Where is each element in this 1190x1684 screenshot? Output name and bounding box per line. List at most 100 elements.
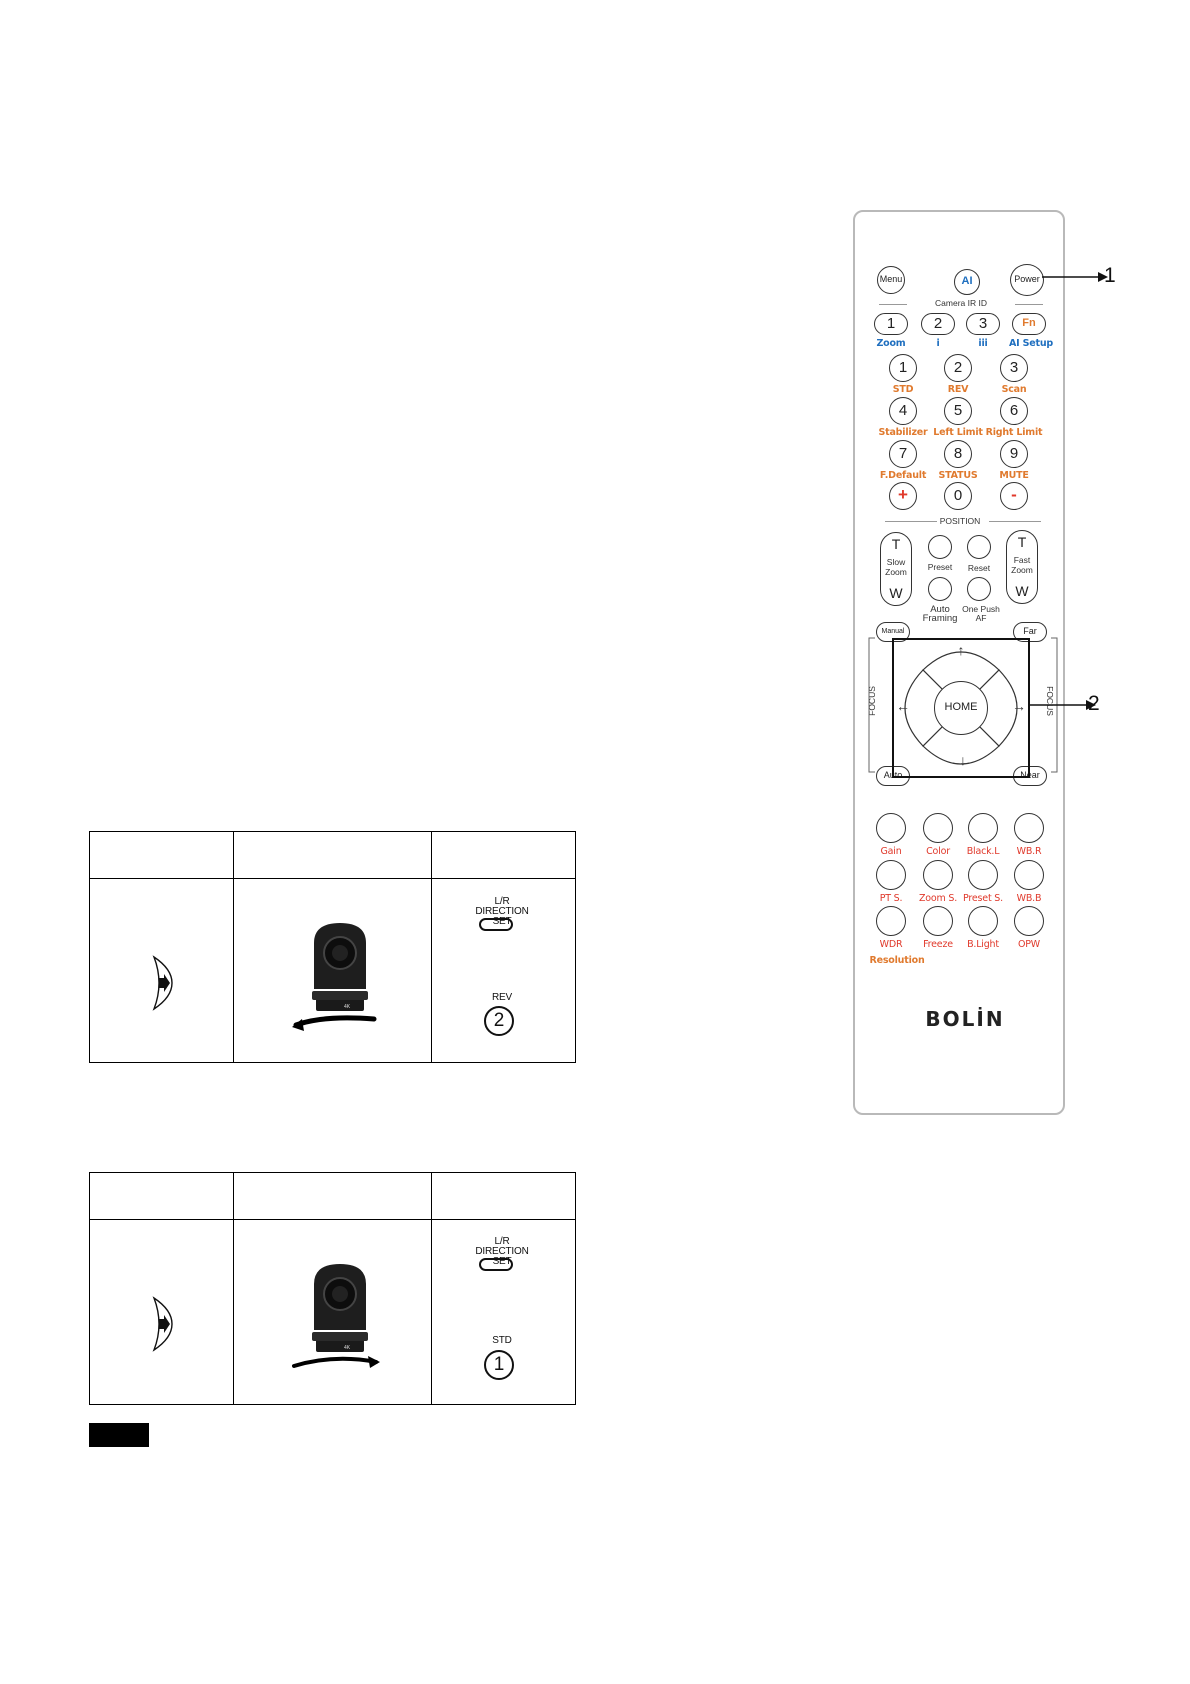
- rev-label: REV: [947, 384, 969, 395]
- left-limit-label: Left Limit: [933, 427, 983, 438]
- color-button[interactable]: [923, 813, 953, 843]
- black-level-button[interactable]: [968, 813, 998, 843]
- table-header-cell: [431, 831, 576, 879]
- freeze-label: Freeze: [923, 939, 953, 950]
- std-label: STD: [892, 384, 914, 395]
- ai-setup-label: AI Setup: [1009, 338, 1053, 349]
- wdr-label: WDR: [879, 939, 903, 950]
- direction-set-button[interactable]: [479, 1258, 513, 1271]
- direction-set-label: L/R DIRECTION SET: [475, 896, 529, 927]
- position-label: POSITION: [939, 516, 981, 526]
- slow-zoom-w: W: [889, 585, 903, 601]
- camera-logo-text: 4K: [344, 1345, 351, 1351]
- rev-label: REV: [492, 992, 512, 1003]
- camera-image-cell: 4K: [233, 878, 432, 1063]
- fast-zoom-t: T: [1017, 534, 1027, 550]
- reset-button[interactable]: [967, 535, 991, 559]
- zoom-speed-button[interactable]: [923, 860, 953, 890]
- up-arrow-icon[interactable]: ↑: [957, 642, 965, 658]
- gain-button[interactable]: [876, 813, 906, 843]
- slow-zoom-rocker[interactable]: T Slow Zoom W: [880, 532, 912, 606]
- preset-speed-button[interactable]: [968, 860, 998, 890]
- ir-id-3-button[interactable]: 3: [966, 313, 1000, 335]
- fast-zoom-label: Fast Zoom: [1011, 555, 1033, 575]
- remote-buttons-cell: L/R DIRECTION SET REV 2: [431, 878, 576, 1063]
- minus-button[interactable]: -: [1000, 482, 1028, 510]
- num-9-button[interactable]: 9: [1000, 440, 1028, 468]
- backlight-button[interactable]: [968, 906, 998, 936]
- num-5-button[interactable]: 5: [944, 397, 972, 425]
- one-push-af-label: One Push AF: [962, 604, 1000, 623]
- ir-id-1-button[interactable]: 1: [874, 313, 908, 335]
- num-1-button[interactable]: 1: [889, 354, 917, 382]
- rev-button[interactable]: 2: [484, 1006, 514, 1036]
- pt-speed-label: PT S.: [879, 893, 903, 904]
- note-label-box: [89, 1423, 149, 1447]
- table-header-cell: [233, 1172, 432, 1220]
- right-arrow-key-icon: [152, 955, 173, 1011]
- direction-set-label: L/R DIRECTION SET: [475, 1236, 529, 1267]
- zoom-speed-label: Zoom S.: [918, 893, 958, 904]
- auto-framing-label: Auto Framing: [922, 604, 958, 624]
- callout-2-label: 2: [1088, 692, 1100, 715]
- direction-set-button[interactable]: [479, 918, 513, 931]
- num-7-button[interactable]: 7: [889, 440, 917, 468]
- right-arrow-key-icon: [152, 1296, 173, 1352]
- dpad-highlight-box: [892, 638, 1030, 778]
- num-0-button[interactable]: 0: [944, 482, 972, 510]
- num-6-button[interactable]: 6: [1000, 397, 1028, 425]
- menu-button[interactable]: Menu: [877, 266, 905, 294]
- reset-label: Reset: [967, 563, 991, 573]
- down-arrow-icon[interactable]: ↓: [959, 752, 967, 768]
- preset-speed-label: Preset S.: [963, 893, 1003, 904]
- wb-r-button[interactable]: [1014, 813, 1044, 843]
- table-header-cell: [233, 831, 432, 879]
- callout-arrow-1-icon: [1042, 272, 1108, 282]
- direction-table-std: 4K L/R DIRECTION SET STD 1: [89, 1172, 576, 1405]
- camera-logo-text: 4K: [344, 1004, 351, 1010]
- arrow-key-cell: [89, 1219, 234, 1405]
- color-label: Color: [926, 846, 950, 857]
- fn-button[interactable]: Fn: [1012, 313, 1046, 335]
- std-button[interactable]: 1: [484, 1350, 514, 1380]
- backlight-label: B.Light: [967, 939, 999, 950]
- wb-r-label: WB.R: [1016, 846, 1042, 857]
- ir-id-2-button[interactable]: 2: [921, 313, 955, 335]
- mute-label: MUTE: [999, 470, 1029, 481]
- auto-framing-button[interactable]: [928, 577, 952, 601]
- table-header-cell: [89, 831, 234, 879]
- gain-label: Gain: [880, 846, 902, 857]
- right-arrow-icon[interactable]: →: [1012, 698, 1026, 714]
- bolin-logo: BOLİN: [925, 1007, 1005, 1031]
- num-3-button[interactable]: 3: [1000, 354, 1028, 382]
- ptz-camera-image: 4K: [292, 1264, 380, 1368]
- wb-b-button[interactable]: [1014, 860, 1044, 890]
- one-push-af-button[interactable]: [967, 577, 991, 601]
- camera-image-cell: 4K: [233, 1219, 432, 1405]
- num-2-button[interactable]: 2: [944, 354, 972, 382]
- direction-table-rev: 4K L/R DIRECTION SET REV 2: [89, 831, 576, 1063]
- far-focus-button[interactable]: Far: [1013, 622, 1047, 642]
- f-default-label: F.Default: [879, 470, 927, 481]
- camera-ir-id-label: Camera IR ID: [935, 298, 987, 308]
- scan-label: Scan: [1001, 384, 1027, 395]
- opw-label: OPW: [1018, 939, 1040, 950]
- slow-zoom-label: Slow Zoom: [885, 557, 907, 577]
- fast-zoom-rocker[interactable]: T Fast Zoom W: [1006, 530, 1038, 604]
- resolution-label: Resolution: [869, 955, 925, 966]
- left-arrow-icon[interactable]: ←: [896, 698, 910, 714]
- table-header-cell: [89, 1172, 234, 1220]
- pt-speed-button[interactable]: [876, 860, 906, 890]
- num-8-button[interactable]: 8: [944, 440, 972, 468]
- power-button[interactable]: Power: [1010, 264, 1044, 296]
- num-4-button[interactable]: 4: [889, 397, 917, 425]
- home-button[interactable]: HOME: [934, 681, 988, 735]
- opw-button[interactable]: [1014, 906, 1044, 936]
- ai-button[interactable]: AI: [954, 269, 980, 295]
- plus-button[interactable]: +: [889, 482, 917, 510]
- stabilizer-label: Stabilizer: [878, 427, 928, 438]
- wdr-button[interactable]: [876, 906, 906, 936]
- freeze-button[interactable]: [923, 906, 953, 936]
- preset-button[interactable]: [928, 535, 952, 559]
- i-label: i: [936, 338, 940, 349]
